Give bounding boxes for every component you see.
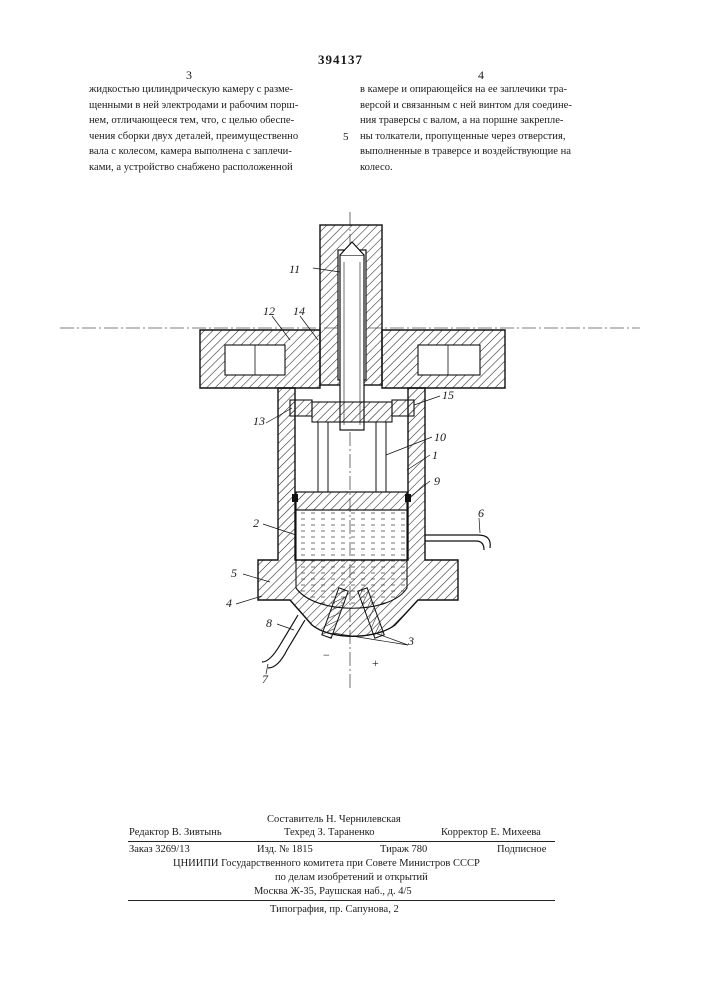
imprint-izd: Изд. № 1815 xyxy=(257,843,313,857)
label-2: 2 xyxy=(253,516,259,531)
label-3: 3 xyxy=(408,634,414,649)
label-4: 4 xyxy=(226,596,232,611)
imprint-org1: ЦНИИПИ Государственного комитета при Сов… xyxy=(173,857,480,871)
label-11: 11 xyxy=(289,262,300,277)
label-minus: − xyxy=(323,648,330,663)
imprint-typography: Типография, пр. Сапунова, 2 xyxy=(270,903,399,917)
label-plus: + xyxy=(372,656,379,671)
imprint-org2: по делам изобретений и открытий xyxy=(275,871,428,885)
label-12: 12 xyxy=(263,304,275,319)
label-5: 5 xyxy=(231,566,237,581)
label-1: 1 xyxy=(432,448,438,463)
label-15: 15 xyxy=(442,388,454,403)
imprint-rule-bottom xyxy=(128,900,555,901)
label-13: 13 xyxy=(253,414,265,429)
label-6: 6 xyxy=(478,506,484,521)
imprint-compiler: Составитель Н. Чернилевская xyxy=(267,813,401,827)
imprint-order: Заказ 3269/13 xyxy=(129,843,190,857)
label-7: 7 xyxy=(262,672,268,687)
imprint-techred: Техред З. Тараненко xyxy=(284,826,374,840)
label-9: 9 xyxy=(434,474,440,489)
imprint-rule xyxy=(128,841,555,842)
imprint-podpisnoe: Подписное xyxy=(497,843,546,857)
imprint-editor: Редактор В. Зивтынь xyxy=(129,826,222,840)
imprint-tirazh: Тираж 780 xyxy=(380,843,427,857)
label-10: 10 xyxy=(434,430,446,445)
imprint-org3: Москва Ж-35, Раушская наб., д. 4/5 xyxy=(254,885,412,899)
label-8: 8 xyxy=(266,616,272,631)
label-14: 14 xyxy=(293,304,305,319)
imprint-corrector: Корректор Е. Михеева xyxy=(441,826,541,840)
